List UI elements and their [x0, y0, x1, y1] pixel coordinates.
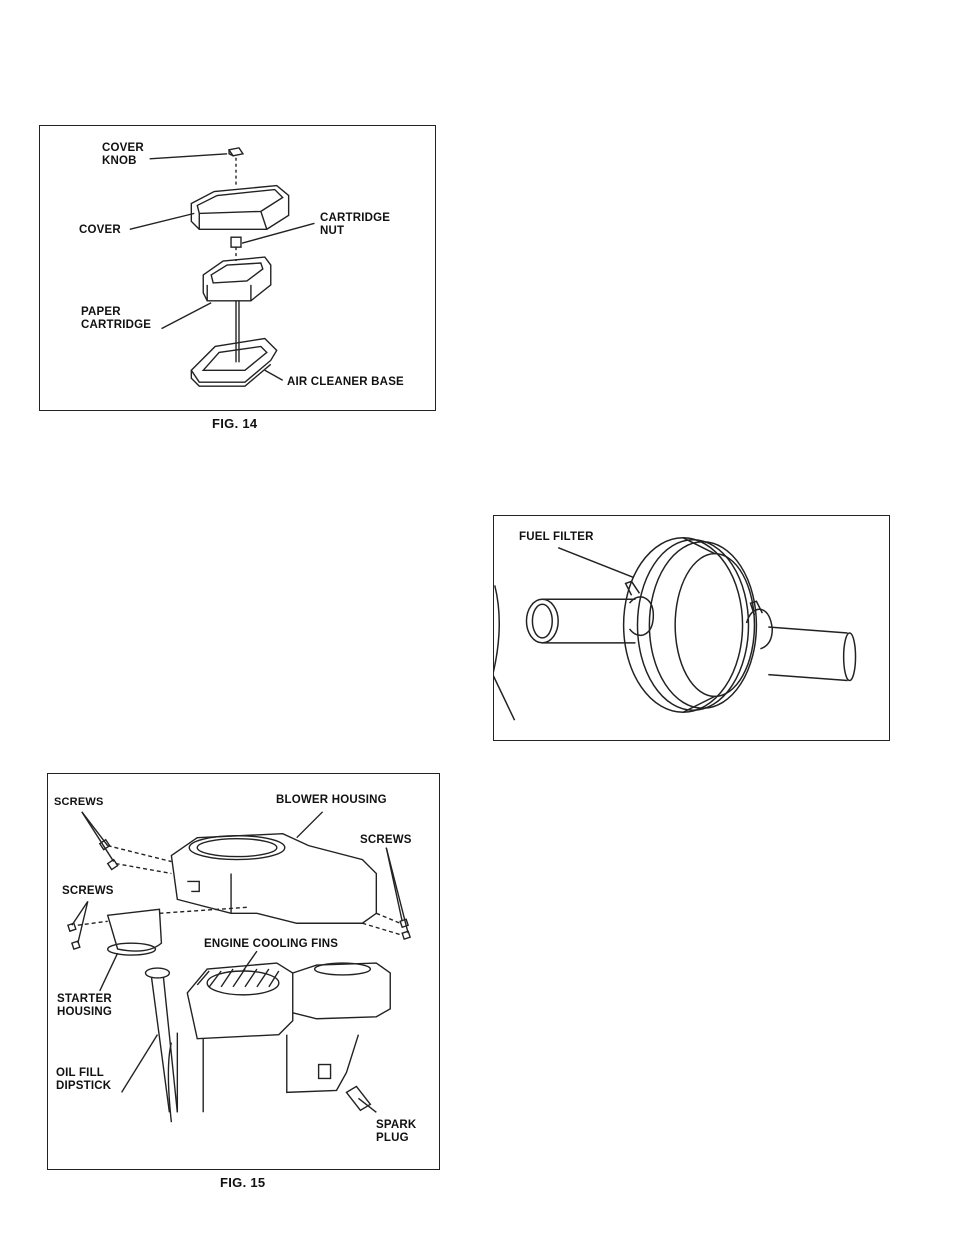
fig14-caption: FIG. 14	[212, 416, 257, 431]
label-air-cleaner-base: AIR CLEANER BASE	[287, 376, 404, 389]
fig15-diagram: SCREWS BLOWER HOUSING SCREWS SCREWS ENGI…	[47, 773, 440, 1170]
label-paper-cartridge: PAPER CARTRIDGE	[81, 306, 151, 332]
label-screws-right: SCREWS	[360, 834, 412, 847]
label-screws-top-left: SCREWS	[54, 796, 103, 809]
label-cover-knob: COVER KNOB	[102, 142, 144, 168]
label-starter-housing: STARTER HOUSING	[57, 993, 112, 1019]
label-cartridge-nut: CARTRIDGE NUT	[320, 212, 390, 238]
fuel-filter-diagram: FUEL FILTER	[493, 515, 890, 741]
fig14-diagram: COVER KNOB COVER CARTRIDGE NUT PAPER CAR…	[39, 125, 436, 411]
label-screws-left: SCREWS	[62, 885, 114, 898]
fig15-caption: FIG. 15	[220, 1175, 265, 1190]
label-oil-fill-dipstick: OIL FILL DIPSTICK	[56, 1067, 111, 1093]
label-spark-plug: SPARK PLUG	[376, 1119, 416, 1145]
label-engine-cooling-fins: ENGINE COOLING FINS	[204, 938, 338, 951]
label-fuel-filter: FUEL FILTER	[519, 531, 594, 544]
fuel-filter-drawing	[494, 516, 889, 740]
label-blower-housing: BLOWER HOUSING	[276, 794, 387, 807]
air-cleaner-exploded-drawing	[40, 126, 435, 410]
label-cover: COVER	[79, 224, 121, 237]
